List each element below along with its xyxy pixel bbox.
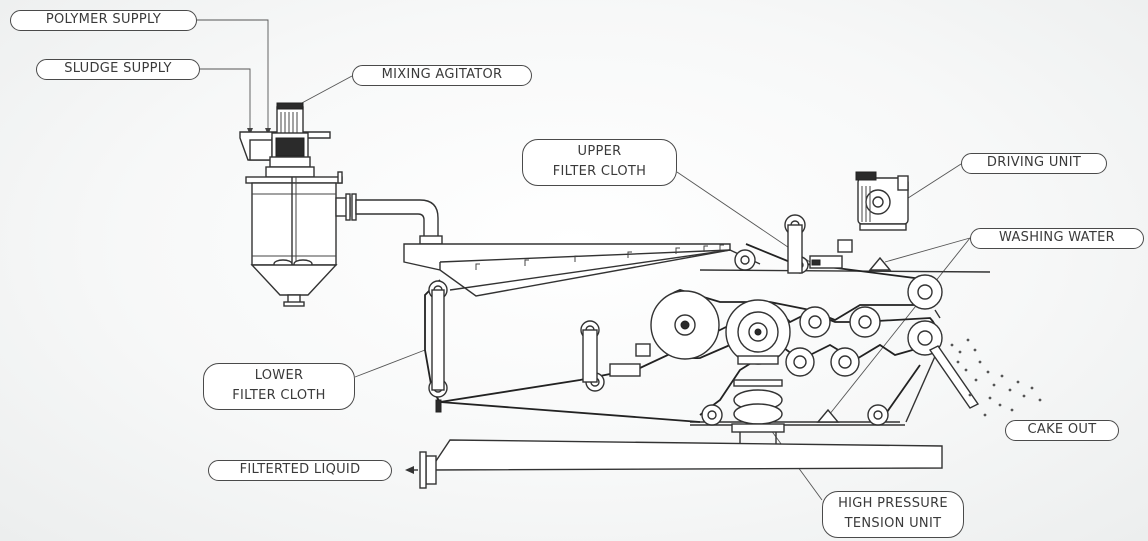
label-washing-water: WASHING WATER bbox=[970, 228, 1144, 249]
label-lower-filter-cloth-line2: FILTER CLOTH bbox=[232, 388, 326, 403]
label-high-pressure-line1: HIGH PRESSURE bbox=[838, 496, 948, 511]
label-upper-filter-cloth-line2: FILTER CLOTH bbox=[552, 164, 647, 179]
label-lower-filter-cloth-line1: LOWER bbox=[254, 368, 304, 383]
cake-chute bbox=[928, 338, 1042, 417]
label-cake-out: CAKE OUT bbox=[1005, 420, 1119, 441]
label-upper-filter-cloth: UPPER FILTER CLOTH bbox=[522, 139, 677, 186]
label-polymer-supply: POLYMER SUPPLY bbox=[10, 10, 197, 31]
tension-arms bbox=[431, 224, 892, 423]
label-lower-filter-cloth: LOWER FILTER CLOTH bbox=[203, 363, 355, 410]
label-filtered-liquid: FILTERTED LIQUID bbox=[208, 460, 392, 481]
label-mixing-agitator: MIXING AGITATOR bbox=[352, 65, 532, 86]
gravity-zone bbox=[403, 243, 731, 297]
mixing-tank bbox=[239, 102, 443, 307]
label-upper-filter-cloth-line1: UPPER bbox=[577, 144, 622, 159]
label-high-pressure-line2: TENSION UNIT bbox=[844, 516, 942, 531]
main-frame bbox=[449, 249, 991, 426]
label-driving-unit: DRIVING UNIT bbox=[961, 153, 1107, 174]
leader-lines bbox=[197, 19, 971, 501]
collection-trough bbox=[405, 439, 943, 489]
label-sludge-supply: SLUDGE SUPPLY bbox=[36, 59, 200, 80]
label-high-pressure-tension-unit: HIGH PRESSURE TENSION UNIT bbox=[822, 491, 964, 538]
arrow-left-icon bbox=[405, 466, 414, 474]
driving-unit bbox=[855, 171, 909, 231]
